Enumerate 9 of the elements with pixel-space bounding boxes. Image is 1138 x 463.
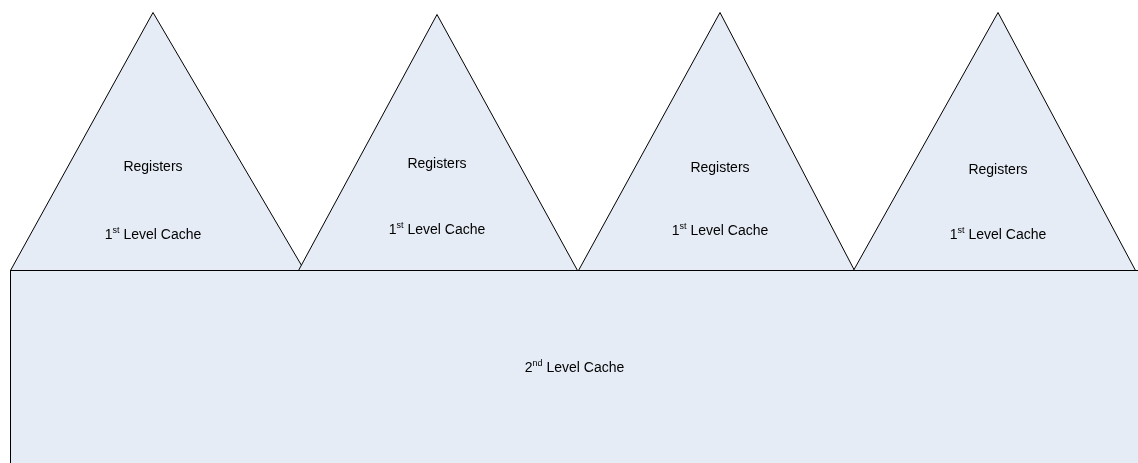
cache-level-label: 1$^{st}$ Level Cache — [671, 222, 769, 238]
cache-level-label: 1$^{st}$ Level Cache — [104, 226, 202, 242]
register-label: Registers — [968, 161, 1028, 177]
register-label: Registers — [690, 159, 750, 175]
register-label: Registers — [123, 158, 183, 174]
cache-level-label: 1$^{st}$ Level Cache — [949, 226, 1047, 242]
cache-level-label: 2$^{nd}$ Level Cache — [524, 359, 625, 375]
register-label: Registers — [407, 155, 467, 171]
cache-level-label: 1$^{st}$ Level Cache — [388, 221, 486, 237]
